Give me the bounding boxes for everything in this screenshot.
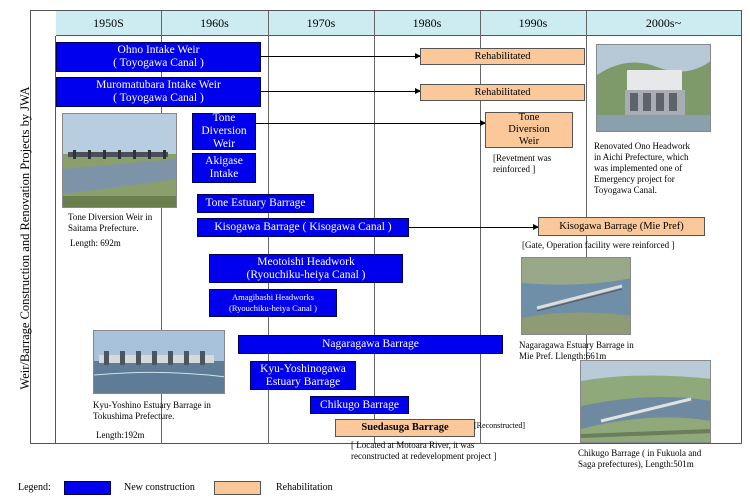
legend-rehab-label: Rehabilitation xyxy=(276,482,333,493)
rehab-tone: Tone Diversion Weir xyxy=(485,112,573,148)
caption-tone-length: Length: 692m xyxy=(70,238,121,248)
divider-1960 xyxy=(161,11,162,444)
bar-tone-diversion-weir: Tone Diversion Weir xyxy=(192,112,256,150)
bar-label: Diversion xyxy=(201,125,247,137)
bar-label: Estuary Barrage xyxy=(265,375,341,388)
rehab-label: Diversion xyxy=(508,124,550,135)
note-motoara: [ Located at Motoara River, it was recon… xyxy=(351,440,541,462)
arrow-tone xyxy=(256,120,486,126)
legend-swatch-new xyxy=(64,481,111,495)
caption-line: in Aichi Prefecture, which xyxy=(594,152,689,162)
caption-line: Tokushima Prefecture. xyxy=(93,411,175,421)
note-gate: [Gate, Operation facility were reinforce… xyxy=(522,240,675,250)
caption-line: Emergency project for xyxy=(594,174,675,184)
note-line: reinforced ] xyxy=(493,164,536,174)
caption-kyu-length: Length:192m xyxy=(96,430,145,440)
arrow-muro xyxy=(261,88,421,94)
bar-sublabel: ( Toyogawa Canal ) xyxy=(113,92,204,104)
timeline-header xyxy=(56,11,741,36)
decade-1960s: 1960s xyxy=(200,16,229,30)
legend-label: Legend: xyxy=(18,482,51,493)
note-revetment: [Revetment was reinforced ] xyxy=(493,153,583,175)
bar-label: Intake xyxy=(209,168,239,180)
photo-nagaragawa-barrage xyxy=(521,257,631,335)
rehab-ohno: Rehabilitated xyxy=(420,48,585,65)
caption-line: Toyogawa Canal. xyxy=(594,185,657,195)
caption-line: Kyu-Yoshino Estuary Barrage in xyxy=(93,400,211,410)
note-line: [Revetment was xyxy=(493,153,552,163)
caption-ono: Renovated Ono Headwork in Aichi Prefectu… xyxy=(594,141,739,196)
side-title: Weir/Barrage Construction and Renovation… xyxy=(18,86,32,390)
caption-chikugo: Chikugo Barrage ( in Fukuola and Saga pr… xyxy=(578,448,743,470)
bar-nagaragawa-barrage: Nagaragawa Barrage xyxy=(238,335,503,354)
caption-line: Mie Pref. Llength:661m xyxy=(519,351,607,361)
bar-label: Meotoishi Headwork xyxy=(257,255,355,268)
decade-1980s: 1980s xyxy=(412,16,442,30)
caption-nagaragawa: Nagaragawa Estuary Barrage in Mie Pref. … xyxy=(519,340,679,362)
rehab-suedasuga: Suedasuga Barrage xyxy=(335,419,475,437)
rehab-label: Suedasuga Barrage xyxy=(361,422,449,433)
decade-1990s: 1990s xyxy=(518,16,548,30)
side-title-panel xyxy=(31,36,56,444)
bar-akigase-intake: Akigase Intake xyxy=(192,153,256,183)
caption-line: Chikugo Barrage ( in Fukuola and xyxy=(578,448,702,458)
diagram-frame xyxy=(30,10,742,444)
rehab-label: Tone xyxy=(518,112,540,123)
decade-2000s: 2000s~ xyxy=(645,16,682,30)
bar-label: Amagibashi Headworks xyxy=(232,292,314,302)
bar-label: Ohno Intake Weir xyxy=(117,44,200,56)
legend-swatch-rehab xyxy=(214,481,261,495)
bar-muromatubara-intake-weir: Muromatubara Intake Weir ( Toyogawa Cana… xyxy=(56,77,261,107)
bar-sublabel: (Ryouchiku-heiya Canal ) xyxy=(229,303,317,313)
caption-line: was implemented one of xyxy=(594,163,683,173)
bar-sublabel: ( Toyogawa Canal ) xyxy=(113,57,204,69)
rehab-label: Weir xyxy=(518,136,540,147)
bar-sublabel: (Ryouchiku-heiya Canal ) xyxy=(246,268,366,281)
photo-chikugo-barrage xyxy=(580,360,711,443)
bar-meotoishi-headwork: Meotoishi Headwork (Ryouchiku-heiya Cana… xyxy=(209,254,403,283)
arrow-ohno xyxy=(261,53,421,59)
caption-line: Nagaragawa Estuary Barrage in xyxy=(519,340,634,350)
bar-kyu-yoshinogawa-barrage: Kyu-Yoshinogawa Estuary Barrage xyxy=(250,361,356,390)
bar-ohno-intake-weir: Ohno Intake Weir ( Toyogawa Canal ) xyxy=(56,42,261,72)
bar-tone-estuary-barrage: Tone Estuary Barrage xyxy=(197,194,314,213)
bar-amagibashi-headworks: Amagibashi Headworks (Ryouchiku-heiya Ca… xyxy=(209,289,337,317)
legend-new-label: New construction xyxy=(124,482,195,493)
bar-label: Muromatubara Intake Weir xyxy=(96,79,221,91)
rehab-muro: Rehabilitated xyxy=(420,84,585,101)
bar-chikugo-barrage: Chikugo Barrage xyxy=(310,396,409,414)
note-reconstructed: [Reconstructed] xyxy=(474,421,526,430)
caption-line: Tone Diversion Weir in xyxy=(68,212,153,222)
caption-kyu-yoshino: Kyu-Yoshino Estuary Barrage in Tokushima… xyxy=(93,400,243,422)
note-line: [ Located at Motoara River, it was xyxy=(351,440,475,450)
bar-label: Kyu-Yoshinogawa xyxy=(260,362,346,375)
caption-line: Saga prefectures), Length:501m xyxy=(578,459,694,469)
decade-1970s: 1970s xyxy=(306,16,336,30)
bar-label: Tone xyxy=(212,112,236,124)
photo-tone-diversion-weir xyxy=(62,113,177,208)
bar-kisogawa-barrage: Kisogawa Barrage ( Kisogawa Canal ) xyxy=(197,218,409,237)
arrow-kisogawa xyxy=(409,224,539,230)
decade-1950s: 1950S xyxy=(93,16,124,30)
photo-ono-headwork xyxy=(596,44,711,132)
caption-line: Saitama Prefecture. xyxy=(68,223,139,233)
note-line: reconstructed at redevelopment project ] xyxy=(351,451,497,461)
bar-label: Akigase xyxy=(205,155,243,167)
bar-label: Weir xyxy=(212,138,236,150)
caption-line: Renovated Ono Headwork xyxy=(594,141,690,151)
caption-tone: Tone Diversion Weir in Saitama Prefectur… xyxy=(68,212,188,234)
rehab-kisogawa: Kisogawa Barrage (Mie Pref) xyxy=(538,217,705,236)
photo-kyu-yoshino-barrage xyxy=(93,330,225,394)
